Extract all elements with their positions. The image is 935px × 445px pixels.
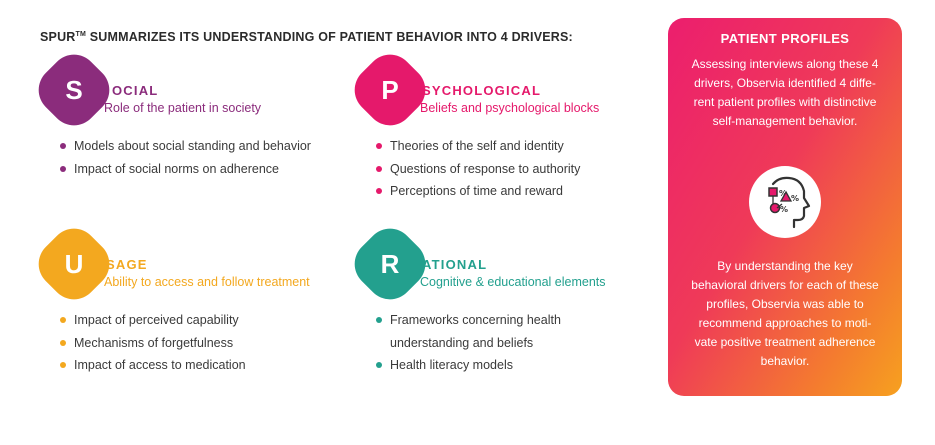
list-item: Impact of social norms on adherence (58, 158, 311, 181)
usage-bullets: Impact of perceived capability Mechanism… (58, 309, 246, 377)
list-item: Impact of access to medication (58, 354, 246, 377)
social-subtitle: Role of the patient in society (104, 101, 262, 115)
usage-subtitle: Ability to access and follow treatment (104, 275, 310, 289)
page-headline: SPURTM SUMMARIZES ITS UNDERSTANDING OF P… (40, 30, 573, 44)
svg-text:%: % (780, 205, 788, 214)
panel-outcome-text: By understanding the key behavioral driv… (691, 259, 879, 368)
svg-text:%: % (791, 194, 799, 203)
list-item: Frameworks concerning health (374, 309, 561, 332)
list-item: Models about social standing and behavio… (58, 135, 311, 158)
svg-text:%: % (779, 189, 787, 198)
list-item: Impact of perceived capability (58, 309, 246, 332)
rational-letter: R (380, 249, 400, 279)
social-bullets: Models about social standing and behavio… (58, 135, 311, 180)
psychological-letter: P (381, 75, 399, 105)
head-profile-icon: % % % (749, 166, 821, 238)
rational-title: ATIONAL (422, 257, 488, 272)
list-item: Perceptions of time and reward (374, 180, 580, 203)
psychological-subtitle: Beliefs and psychological blocks (420, 101, 600, 115)
rational-subtitle: Cognitive & educational elements (420, 275, 606, 289)
list-item: understanding and beliefs (390, 335, 534, 350)
rational-bullets: Frameworks concerning health understandi… (374, 309, 561, 377)
list-item: Theories of the self and identity (374, 135, 580, 158)
list-item: Questions of response to authority (374, 158, 580, 181)
usage-title: SAGE (106, 257, 148, 272)
list-item: Health literacy models (374, 354, 561, 377)
patient-profiles-panel: PATIENT PROFILES Assessing interviews al… (668, 18, 902, 396)
psychological-bullets: Theories of the self and identity Questi… (374, 135, 580, 203)
panel-title: PATIENT PROFILES (720, 31, 850, 46)
psychological-title: SYCHOLOGICAL (422, 83, 542, 98)
list-item: Mechanisms of forgetfulness (58, 332, 246, 355)
usage-letter: U (64, 249, 84, 279)
social-title: OCIAL (112, 83, 159, 98)
panel-intro-text: Assessing interviews along these 4 drive… (691, 57, 879, 128)
social-letter: S (65, 75, 83, 105)
